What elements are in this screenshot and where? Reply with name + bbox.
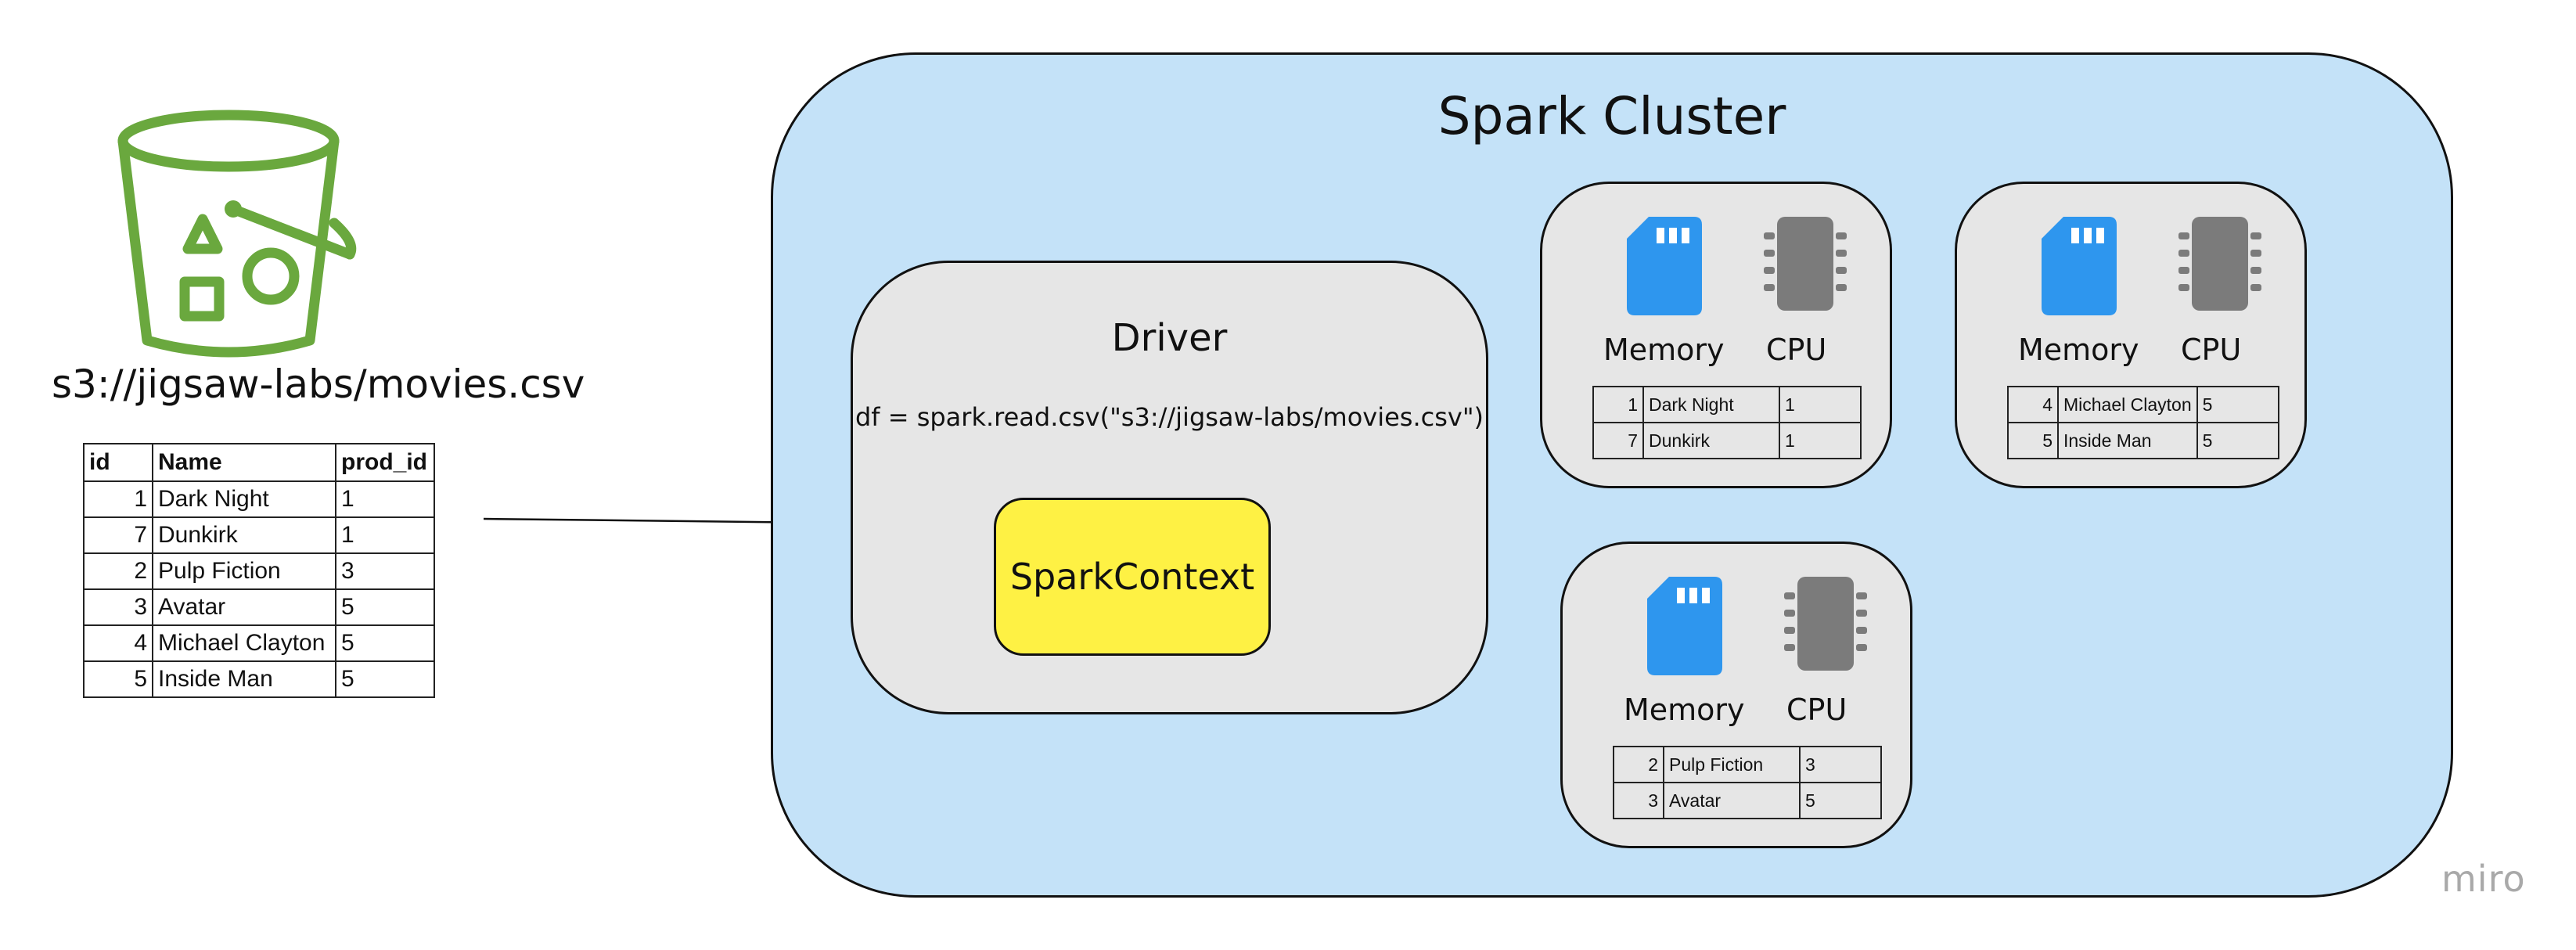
table-cell: 3: [1613, 782, 1664, 819]
partition-table: 4 Michael Clayton 5 5 Inside Man 5: [2007, 386, 2279, 459]
table-cell: 7: [83, 516, 153, 554]
s3-bucket-icon: [117, 110, 357, 358]
cpu-label: CPU: [2181, 333, 2242, 367]
memory-label: Memory: [1603, 333, 1725, 367]
table-cell: 5: [2196, 386, 2279, 423]
memory-card-icon: [2042, 217, 2117, 315]
table-cell: 4: [2007, 386, 2059, 423]
table-cell: 5: [83, 660, 153, 698]
table-cell: 1: [1779, 386, 1862, 423]
partition-table: 2 Pulp Fiction 3 3 Avatar 5: [1613, 746, 1882, 819]
table-cell: 2: [83, 552, 153, 590]
table-row: 5 Inside Man 5: [2007, 422, 2279, 459]
table-cell: 3: [335, 552, 435, 590]
memory-label: Memory: [1624, 693, 1745, 727]
table-cell: Dark Night: [152, 480, 336, 518]
table-cell: Inside Man: [2057, 422, 2198, 459]
table-cell: 5: [335, 588, 435, 626]
table-row: 1 Dark Night 1: [83, 480, 435, 518]
table-cell: 5: [335, 624, 435, 662]
cpu-label: CPU: [1786, 693, 1847, 727]
partition-table: 1 Dark Night 1 7 Dunkirk 1: [1592, 386, 1862, 459]
table-cell: Avatar: [152, 588, 336, 626]
cpu-chip-icon: [1764, 217, 1847, 311]
table-cell: 1: [1592, 386, 1644, 423]
table-cell: Dark Night: [1642, 386, 1780, 423]
spark-context-box: SparkContext: [994, 498, 1271, 656]
table-cell: 7: [1592, 422, 1644, 459]
s3-path-label: s3://jigsaw-labs/movies.csv: [52, 362, 585, 407]
cpu-label: CPU: [1766, 333, 1827, 367]
table-row: 1 Dark Night 1: [1592, 386, 1862, 423]
worker-node: Memory CPU 4 Michael Clayton 5 5 Inside …: [1955, 182, 2307, 488]
table-row: 4 Michael Clayton 5: [2007, 386, 2279, 423]
driver-title: Driver: [1111, 316, 1228, 360]
table-cell: 1: [335, 516, 435, 554]
table-cell: Pulp Fiction: [152, 552, 336, 590]
driver-node: Driver df = spark.read.csv("s3://jigsaw-…: [851, 261, 1488, 714]
table-row: 3 Avatar 5: [83, 588, 435, 626]
table-row: 3 Avatar 5: [1613, 782, 1882, 819]
table-row: 7 Dunkirk 1: [1592, 422, 1862, 459]
table-cell: 3: [83, 588, 153, 626]
miro-watermark: miro: [2441, 858, 2526, 900]
table-cell: 1: [1779, 422, 1862, 459]
worker-node: Memory CPU 1 Dark Night 1 7 Dunkirk 1: [1540, 182, 1892, 488]
column-header: prod_id: [335, 443, 435, 482]
driver-code: df = spark.read.csv("s3://jigsaw-labs/mo…: [854, 402, 1484, 432]
table-cell: 2: [1613, 746, 1664, 783]
table-row: 4 Michael Clayton 5: [83, 624, 435, 662]
table-cell: Avatar: [1663, 782, 1801, 819]
table-cell: Dunkirk: [1642, 422, 1780, 459]
table-cell: 5: [2196, 422, 2279, 459]
cpu-chip-icon: [2178, 217, 2261, 311]
source-table: id Name prod_id 1 Dark Night 1 7 Dunkirk…: [83, 443, 435, 698]
cpu-chip-icon: [1784, 577, 1867, 671]
table-cell: 3: [1799, 746, 1882, 783]
table-cell: Michael Clayton: [2057, 386, 2198, 423]
table-cell: 5: [2007, 422, 2059, 459]
table-cell: Inside Man: [152, 660, 336, 698]
column-header: Name: [152, 443, 336, 482]
memory-card-icon: [1647, 577, 1722, 675]
table-cell: 5: [1799, 782, 1882, 819]
table-row: 5 Inside Man 5: [83, 660, 435, 698]
memory-card-icon: [1627, 217, 1702, 315]
table-cell: 4: [83, 624, 153, 662]
table-row: 7 Dunkirk 1: [83, 516, 435, 554]
table-cell: Dunkirk: [152, 516, 336, 554]
table-cell: 1: [335, 480, 435, 518]
memory-label: Memory: [2018, 333, 2139, 367]
table-header-row: id Name prod_id: [83, 443, 435, 482]
table-row: 2 Pulp Fiction 3: [1613, 746, 1882, 783]
column-header: id: [83, 443, 153, 482]
table-cell: 1: [83, 480, 153, 518]
cluster-title: Spark Cluster: [1437, 86, 1786, 146]
table-cell: Pulp Fiction: [1663, 746, 1801, 783]
table-row: 2 Pulp Fiction 3: [83, 552, 435, 590]
table-cell: Michael Clayton: [152, 624, 336, 662]
worker-node: Memory CPU 2 Pulp Fiction 3 3 Avatar 5: [1560, 542, 1912, 848]
table-cell: 5: [335, 660, 435, 698]
